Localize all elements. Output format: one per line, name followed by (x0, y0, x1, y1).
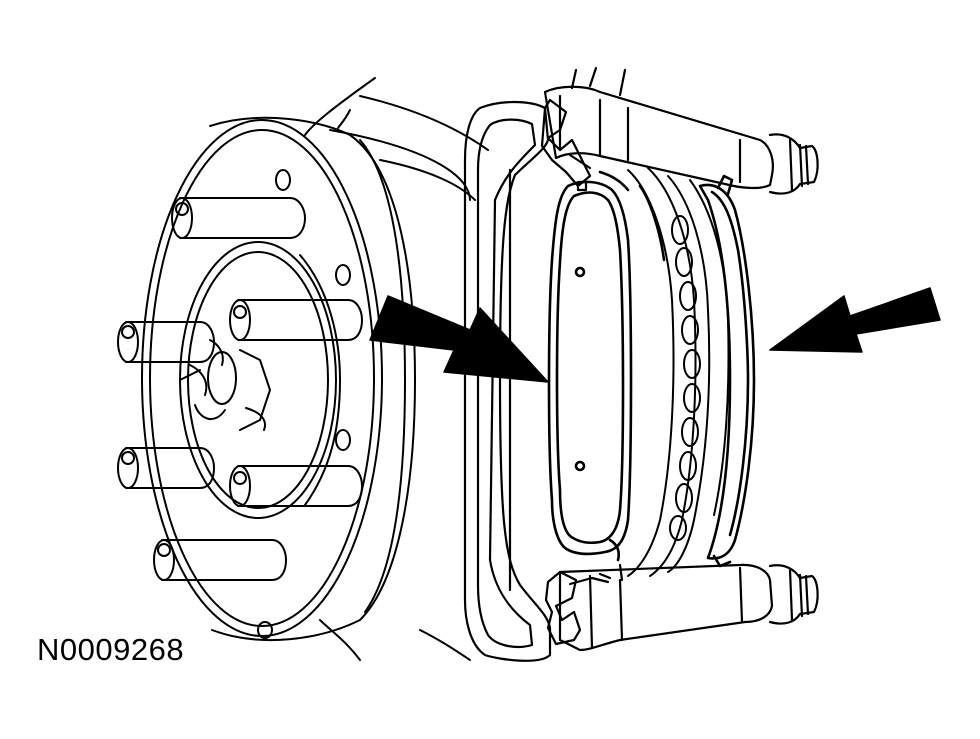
outer-pad-arrow (769, 287, 941, 353)
hub-flange (141, 116, 476, 642)
caliper-lower-housing (544, 563, 819, 652)
caliper-upper-housing (540, 66, 819, 195)
inner-brake-pad (547, 170, 633, 562)
hub-center (179, 241, 341, 519)
inner-pad-arrow (369, 295, 549, 383)
outer-brake-pad (638, 174, 756, 568)
wheel-studs (117, 169, 363, 639)
rotor-disc (627, 167, 730, 577)
caliper-bracket (463, 100, 552, 662)
rotor-hat (304, 77, 489, 661)
figure-id-label: N0009268 (37, 632, 185, 667)
